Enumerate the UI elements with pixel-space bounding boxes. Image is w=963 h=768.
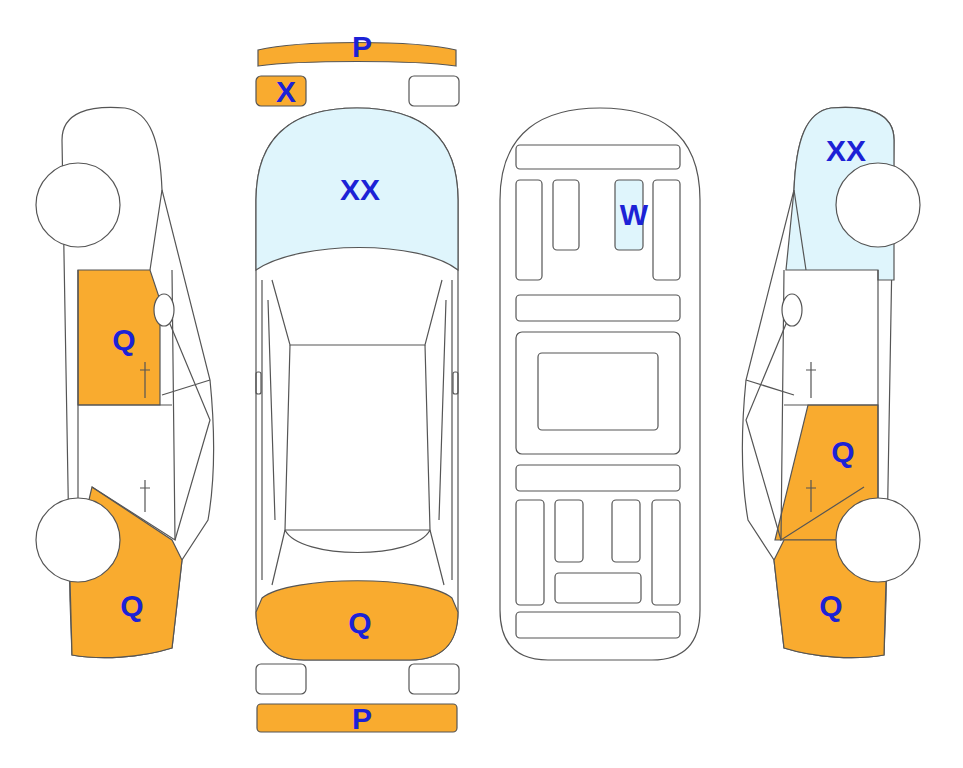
rear-wheel <box>36 498 120 582</box>
roof <box>285 345 430 530</box>
door-lines <box>262 280 452 580</box>
door-handle <box>806 362 816 512</box>
underbody-panel <box>555 573 641 603</box>
front-wheel <box>36 163 120 247</box>
right-side-view <box>742 107 920 657</box>
underbody-panel <box>653 180 680 280</box>
underbody-panel <box>612 500 640 562</box>
left-taillight <box>256 664 306 694</box>
damage-code: XX <box>826 136 866 166</box>
left-headlight <box>256 76 306 106</box>
left-side-view <box>36 107 214 657</box>
door-handle <box>140 362 150 512</box>
underbody <box>500 108 700 660</box>
window-line <box>160 300 210 540</box>
damage-code: W <box>620 200 648 230</box>
right-taillight <box>409 664 459 694</box>
underbody-panel <box>516 145 680 169</box>
underbody-panel <box>516 295 680 321</box>
damage-code: P <box>352 704 372 734</box>
rear-wheel <box>836 498 920 582</box>
damage-code: Q <box>120 591 143 621</box>
rear-window <box>272 530 444 585</box>
front-wheel <box>836 163 920 247</box>
damage-code: Q <box>112 325 135 355</box>
right-headlight <box>409 76 459 106</box>
damage-code: Q <box>348 608 371 638</box>
underbody-panel <box>553 180 579 250</box>
underbody-panel <box>516 180 542 280</box>
underbody-panel <box>555 500 583 562</box>
underbody-panel <box>516 465 680 491</box>
damage-code: X <box>276 77 296 107</box>
windshield <box>272 280 442 345</box>
trunk <box>256 581 458 660</box>
damage-code: Q <box>819 591 842 621</box>
hood <box>256 108 458 270</box>
mirror <box>154 294 174 326</box>
front-door <box>78 270 160 405</box>
window-line <box>746 300 796 540</box>
underbody-panel <box>538 353 658 430</box>
damage-code: Q <box>831 437 854 467</box>
mirror <box>453 372 458 394</box>
underbody-panel <box>652 500 680 605</box>
damage-code: XX <box>340 175 380 205</box>
damage-code: P <box>352 32 372 62</box>
mirror <box>782 294 802 326</box>
underbody-panel <box>516 332 680 454</box>
underbody-panel <box>516 612 680 638</box>
car-body-top <box>256 108 458 660</box>
underbody-panel <box>516 500 544 605</box>
mirror <box>256 372 261 394</box>
